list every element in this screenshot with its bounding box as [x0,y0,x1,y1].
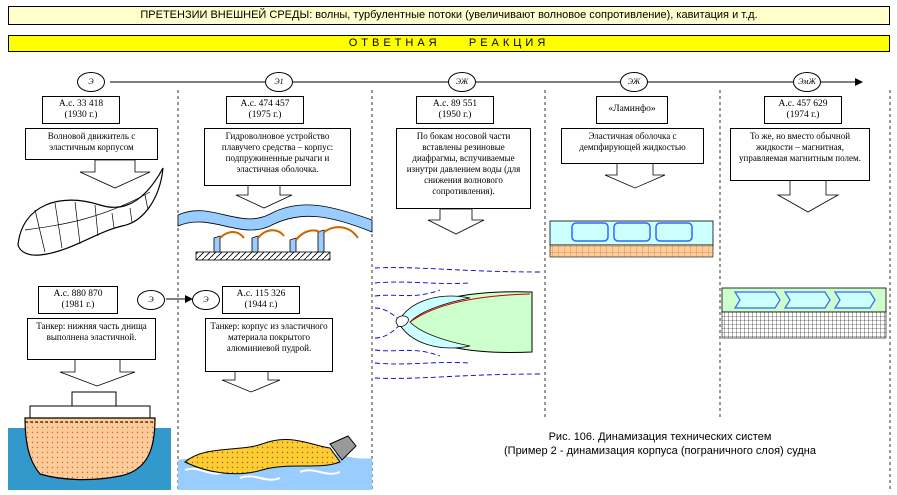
tanker-elastic-bottom-illustration [8,391,171,490]
patent-box-3: А.с. 89 551 (1950 г.) [416,96,494,124]
patent-number: А.с. 89 551 [432,99,478,109]
stage-circle: Э [192,290,220,310]
patent-box-5: А.с. 457 629 (1974 г.) [764,96,842,124]
patent-number: А.с. 457 629 [778,99,828,109]
patent-year: (1974 г.) [786,110,820,120]
caption-line-1: Рис. 106. Динамизация технических систем [548,431,772,443]
patent-number: А.с. 880 870 [53,289,103,299]
description-box-5: То же, но вместо обычной жидкости – магн… [730,128,870,181]
caption-line-2: (Пример 2 - динамизация корпуса (пограни… [504,445,816,457]
patent-number: А.с. 33 418 [58,99,104,109]
patent-number: А.с. 115 326 [236,289,286,299]
laminflo-illustration [549,220,714,258]
patent-box-2: А.с. 474 457 (1975 г.) [226,96,304,124]
patent-year: (1944 г.) [244,300,278,310]
environment-claims-banner: ПРЕТЕНЗИИ ВНЕШНЕЙ СРЕДЫ: волны, турбулен… [8,6,890,25]
patent-year: (1975 г.) [248,110,282,120]
patent-number: «Ламинфо» [608,104,656,114]
stage-circle: ЭмЖ [793,72,821,92]
magnetic-fluid-illustration [721,287,887,339]
patent-box-4: «Ламинфо» [596,96,668,124]
figure-caption: Рис. 106. Динамизация технических систем… [470,430,850,458]
patent-box-1: А.с. 33 418 (1930 г.) [42,96,120,124]
patent-number: А.с. 474 457 [240,99,290,109]
column-separators [177,90,891,490]
tanker-aluminium-hull-illustration [178,435,372,490]
description-box-lower-1: Танкер: нижняя часть днища выполнена эла… [27,318,156,360]
description-box-1: Волновой движитель с эластичным корпусом [25,128,158,160]
stage-circle: Э [137,290,165,310]
stage-circle: ЭЖ [620,72,648,92]
block-arrows [59,159,840,393]
stage-circle: ЭЖ [448,72,476,92]
description-box-2: Гидроволновое устройство плавучего средс… [204,128,351,186]
stage-circle: Э [77,72,105,92]
description-box-4: Эластичная оболочка с демпфирующей жидко… [561,128,704,164]
patent-box-lower-1: А.с. 880 870 (1981 г.) [38,286,118,314]
hull-diaphragm-illustration [374,267,541,379]
patent-box-lower-2: А.с. 115 326 (1944 г.) [222,286,300,314]
wave-propulsor-illustration [17,167,164,256]
patent-year: (1930 г.) [64,110,98,120]
response-banner: ОТВЕТНАЯ РЕАКЦИЯ [8,35,890,52]
patent-year: (1950 г.) [438,110,472,120]
description-box-3: По бокам носовой части вставлены резинов… [396,128,531,209]
hydro-wave-device-illustration [177,204,373,261]
stage-circle: Э1 [265,72,293,92]
patent-year: (1981 г.) [61,300,95,310]
description-box-lower-2: Танкер: корпус из эластичного материала … [205,318,333,372]
